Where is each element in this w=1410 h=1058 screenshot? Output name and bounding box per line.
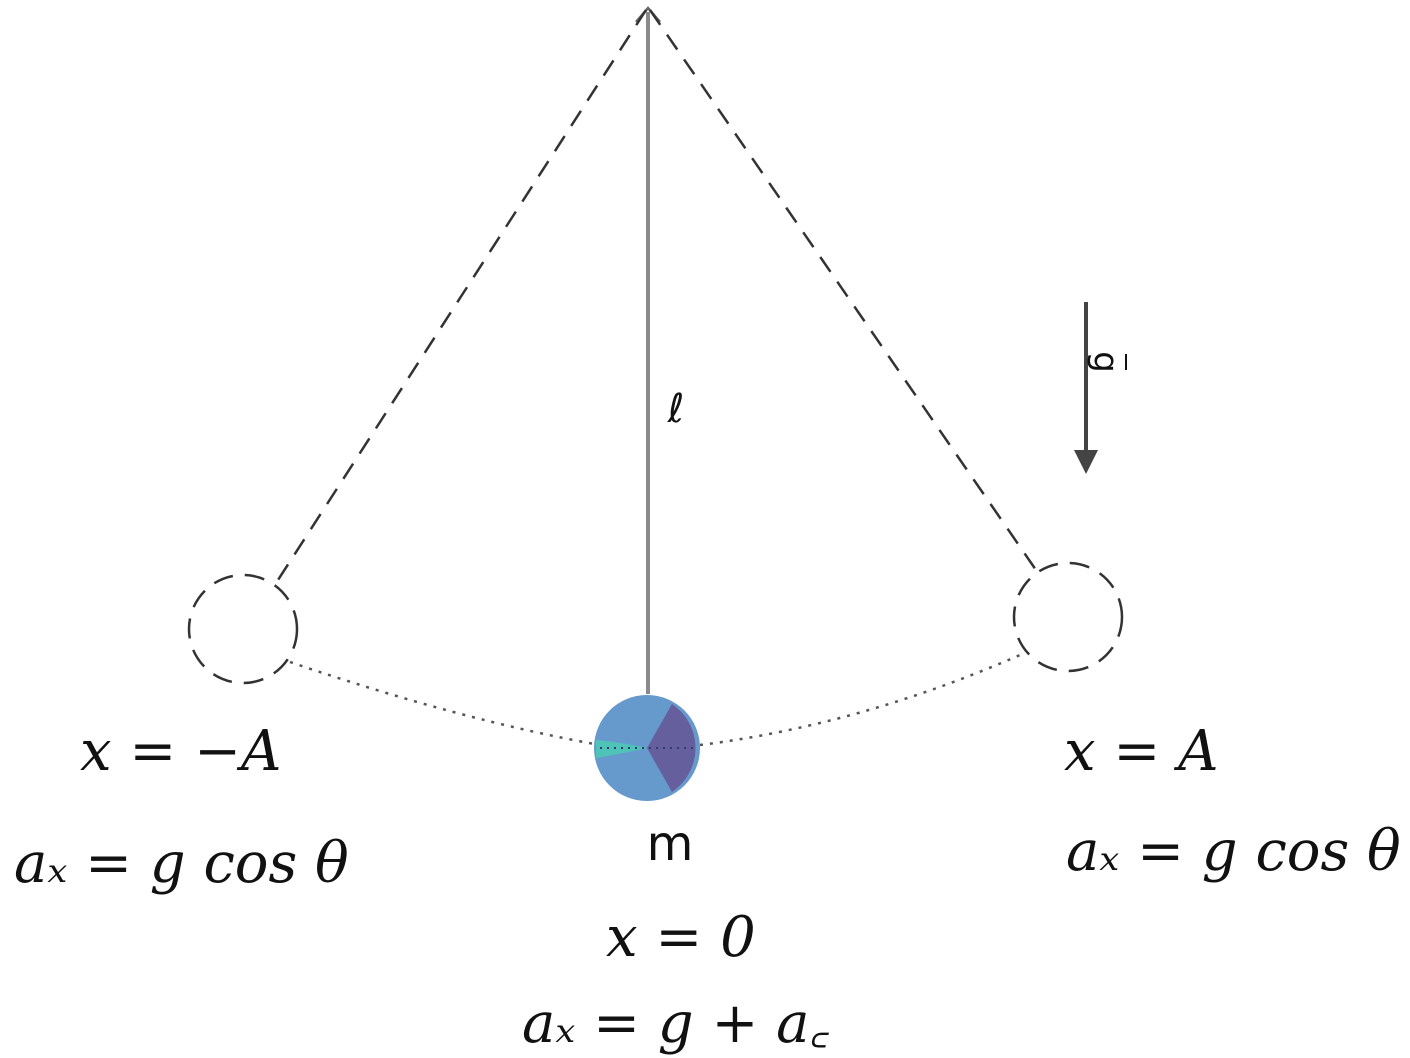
swing-arc-dotted	[289, 660, 601, 747]
left-extreme-bob	[187, 573, 299, 685]
left-acceleration-label: aₓ = g cos θ	[14, 831, 349, 896]
left-position-label: x = −A	[80, 719, 282, 784]
right-extreme-bob	[1012, 561, 1124, 673]
right-string-dashed	[648, 9, 1038, 571]
right-position-label: x = A	[1064, 719, 1219, 784]
center-position-label: x = 0	[606, 905, 756, 970]
mass-label: m	[647, 816, 694, 872]
gravity-label: g	[1086, 351, 1126, 373]
left-string-dashed	[276, 9, 648, 581]
gravity-arrowhead	[1074, 450, 1098, 474]
length-label: ℓ	[667, 386, 685, 432]
pendulum-bob	[594, 695, 700, 801]
swing-arc-dotted-right	[699, 653, 1021, 747]
right-acceleration-label: aₓ = g cos θ	[1066, 819, 1401, 884]
center-acceleration-label: aₓ = g + a꜀	[522, 991, 829, 1056]
